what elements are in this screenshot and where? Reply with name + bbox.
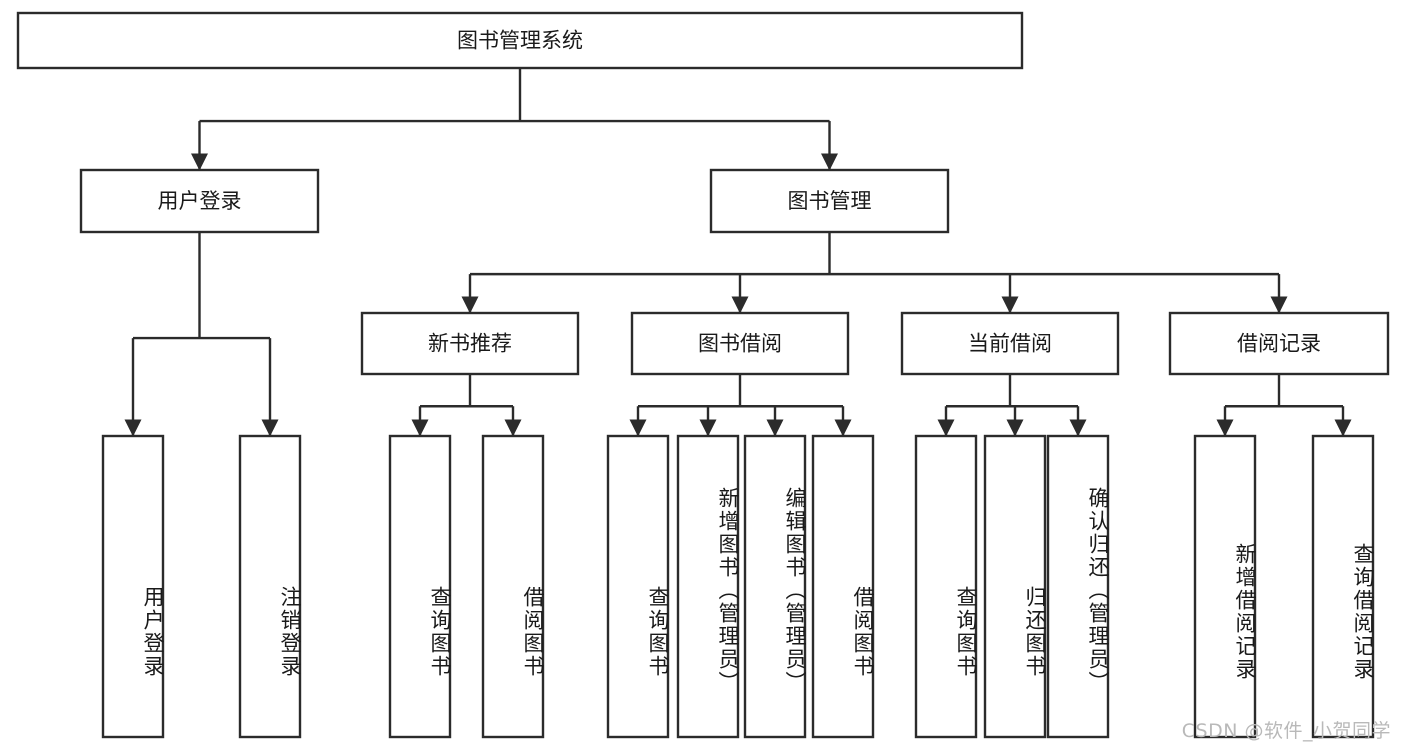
arrow-head-icon xyxy=(261,419,279,437)
node-box-leaf-query-book-rec[interactable] xyxy=(388,434,452,739)
arrow-head-icon xyxy=(1069,419,1087,437)
node-label-root: 图书管理系统 xyxy=(457,29,583,53)
edge-group-book-manage xyxy=(461,232,1288,314)
node-box-leaf-query-book-borrow[interactable] xyxy=(606,434,670,739)
node-label-book-manage: 图书管理 xyxy=(788,189,872,213)
arrow-head-icon xyxy=(821,153,838,171)
node-box-borrow-record[interactable] xyxy=(1168,311,1390,376)
edge-group-book-borrow xyxy=(629,374,852,437)
node-box-root[interactable] xyxy=(16,11,1024,70)
arrow-head-icon xyxy=(834,419,852,437)
edge-group-root xyxy=(191,68,838,171)
connector-layer xyxy=(124,68,1352,437)
node-label-user-login: 用户登录 xyxy=(158,189,242,213)
arrow-head-icon xyxy=(629,419,647,437)
edge-group-borrow-record xyxy=(1216,374,1352,437)
node-label-book-borrow: 图书借阅 xyxy=(698,332,782,356)
arrow-head-icon xyxy=(731,296,749,314)
node-box-book-manage[interactable] xyxy=(709,168,950,234)
node-box-book-borrow[interactable] xyxy=(630,311,850,376)
arrow-head-icon xyxy=(937,419,955,437)
node-box-layer xyxy=(16,11,1390,739)
node-label-current-borrow: 当前借阅 xyxy=(968,332,1052,356)
node-label-borrow-record: 借阅记录 xyxy=(1237,332,1321,356)
arrow-head-icon xyxy=(699,419,717,437)
node-box-leaf-query-book-current[interactable] xyxy=(914,434,978,739)
node-box-leaf-borrow-book-rec[interactable] xyxy=(481,434,545,739)
node-box-current-borrow[interactable] xyxy=(900,311,1120,376)
arrow-head-icon xyxy=(766,419,784,437)
node-box-leaf-logout[interactable] xyxy=(238,434,302,739)
arrow-head-icon xyxy=(1006,419,1024,437)
node-box-leaf-edit-book-admin[interactable] xyxy=(743,434,807,739)
arrow-head-icon xyxy=(1001,296,1019,314)
node-box-leaf-user-login[interactable] xyxy=(101,434,165,739)
edge-group-user-login xyxy=(124,232,279,437)
arrow-head-icon xyxy=(1270,296,1288,314)
node-label-new-book-rec: 新书推荐 xyxy=(428,332,512,356)
arrow-head-icon xyxy=(504,419,522,437)
arrow-head-icon xyxy=(124,419,142,437)
node-box-leaf-confirm-return-admin[interactable] xyxy=(1046,434,1110,739)
node-box-leaf-add-borrow-record[interactable] xyxy=(1193,434,1257,739)
arrow-head-icon xyxy=(411,419,429,437)
node-box-user-login[interactable] xyxy=(79,168,320,234)
edge-group-current-borrow xyxy=(937,374,1087,437)
node-box-new-book-rec[interactable] xyxy=(360,311,580,376)
node-box-leaf-borrow-book[interactable] xyxy=(811,434,875,739)
node-box-leaf-add-book-admin[interactable] xyxy=(676,434,740,739)
arrow-head-icon xyxy=(1334,419,1352,437)
node-box-leaf-return-book[interactable] xyxy=(983,434,1047,739)
arrow-head-icon xyxy=(1216,419,1234,437)
node-box-leaf-query-borrow-record[interactable] xyxy=(1311,434,1375,739)
arrow-head-icon xyxy=(191,153,208,171)
arrow-head-icon xyxy=(461,296,479,314)
edge-group-new-book-rec xyxy=(411,374,522,437)
csdn-watermark: CSDN @软件_小贺同学 xyxy=(1181,720,1391,742)
